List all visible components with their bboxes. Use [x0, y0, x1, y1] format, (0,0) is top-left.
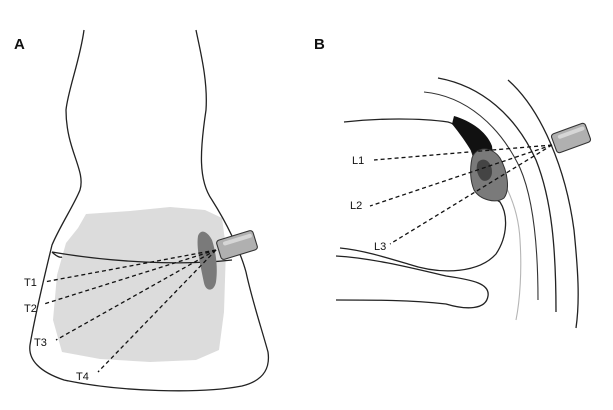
- probe-a-icon: [216, 230, 258, 260]
- panel-b-letter: B: [314, 36, 325, 53]
- beam-t3: [55, 249, 217, 341]
- darker-core: [476, 159, 492, 181]
- beam-t2: [43, 249, 217, 305]
- outer-skin-line: [507, 79, 579, 329]
- probe-b-icon: [550, 122, 592, 154]
- label-l2: L2: [350, 200, 362, 212]
- label-l1: L1: [352, 155, 364, 167]
- beam-l1: [373, 144, 553, 161]
- dark-tissue-region: [197, 231, 217, 290]
- leg-outline: [29, 29, 270, 392]
- label-t2: T2: [24, 303, 37, 315]
- panel-a-letter: A: [14, 36, 25, 53]
- label-t4: T4: [76, 371, 89, 383]
- beam-l3: [389, 144, 553, 245]
- bone-upper: [339, 118, 507, 272]
- light-tissue-region: [53, 207, 226, 362]
- beam-t4: [97, 249, 217, 373]
- panel-b: B L1 L2 L3: [314, 36, 592, 329]
- coronary-notch: [51, 251, 63, 258]
- label-l3: L3: [374, 241, 386, 253]
- bone-lower: [335, 255, 489, 309]
- label-t1: T1: [24, 277, 37, 289]
- skin-line-3: [423, 91, 539, 301]
- panel-a: A T1 T2 T3 T4: [14, 29, 270, 392]
- skin-line-2: [437, 77, 557, 313]
- label-t3: T3: [34, 337, 47, 349]
- beam-t1: [43, 249, 217, 283]
- beam-l2: [369, 144, 553, 207]
